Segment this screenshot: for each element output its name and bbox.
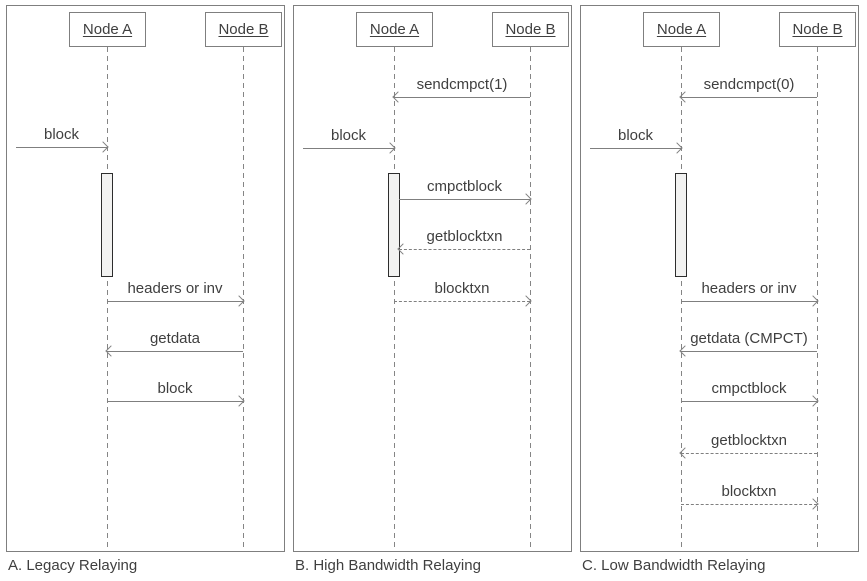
activation-bar: [388, 173, 400, 277]
message-label: getdata (CMPCT): [690, 330, 808, 347]
node-b-lifeline: [243, 47, 244, 549]
node-a-label: Node A: [656, 21, 707, 38]
caption-high-bandwidth-relaying: B. High Bandwidth Relaying: [295, 557, 481, 574]
activation-bar: [675, 173, 687, 277]
node-a-lifeline: [394, 47, 395, 549]
node-b-label: Node B: [505, 21, 556, 38]
node-b-label: Node B: [218, 21, 269, 38]
node-a-lifeline: [681, 47, 682, 549]
panel-legacy-relaying: Node A Node B block headers or inv getda…: [6, 5, 285, 552]
node-b-lifeline: [817, 47, 818, 549]
arrow-line: [399, 249, 530, 250]
arrow-line: [681, 504, 817, 505]
arrow-line: [399, 199, 530, 200]
message-label: blocktxn: [434, 280, 490, 297]
arrow-line: [303, 148, 394, 149]
message-label: block: [43, 126, 80, 143]
message-label: sendcmpct(0): [703, 76, 795, 93]
message-label: headers or inv: [701, 280, 797, 297]
arrow-line: [394, 97, 530, 98]
message-label: block: [157, 380, 193, 397]
activation-bar: [101, 173, 113, 277]
node-b-box: Node B: [779, 12, 856, 47]
message-label: getblocktxn: [426, 228, 503, 245]
node-b-box: Node B: [205, 12, 282, 47]
arrow-line: [107, 401, 243, 402]
node-b-lifeline: [530, 47, 531, 549]
node-b-label: Node B: [792, 21, 843, 38]
node-a-box: Node A: [643, 12, 720, 47]
message-label: sendcmpct(1): [416, 76, 508, 93]
caption-low-bandwidth-relaying: C. Low Bandwidth Relaying: [582, 557, 766, 574]
node-b-box: Node B: [492, 12, 569, 47]
arrow-line: [681, 301, 817, 302]
arrow-line: [107, 301, 243, 302]
message-label: cmpctblock: [711, 380, 787, 397]
message-label: blocktxn: [721, 483, 777, 500]
panel-low-bandwidth-relaying: Node A Node B sendcmpct(0) block headers…: [580, 5, 859, 552]
node-a-box: Node A: [69, 12, 146, 47]
node-a-lifeline: [107, 47, 108, 549]
message-label: cmpctblock: [426, 178, 503, 195]
node-a-label: Node A: [82, 21, 133, 38]
panel-high-bandwidth-relaying: Node A Node B sendcmpct(1) block cmpctbl…: [293, 5, 572, 552]
arrow-line: [681, 401, 817, 402]
arrow-line: [681, 453, 817, 454]
message-label: block: [330, 127, 367, 144]
arrow-line: [394, 301, 530, 302]
node-a-label: Node A: [369, 21, 420, 38]
arrow-line: [681, 351, 817, 352]
arrow-line: [681, 97, 817, 98]
arrow-line: [16, 147, 107, 148]
caption-legacy-relaying: A. Legacy Relaying: [8, 557, 138, 574]
node-a-box: Node A: [356, 12, 433, 47]
message-label: headers or inv: [127, 280, 223, 297]
message-label: block: [617, 127, 654, 144]
arrow-line: [590, 148, 681, 149]
message-label: getblocktxn: [711, 432, 787, 449]
message-label: getdata: [149, 330, 201, 347]
arrow-line: [107, 351, 243, 352]
